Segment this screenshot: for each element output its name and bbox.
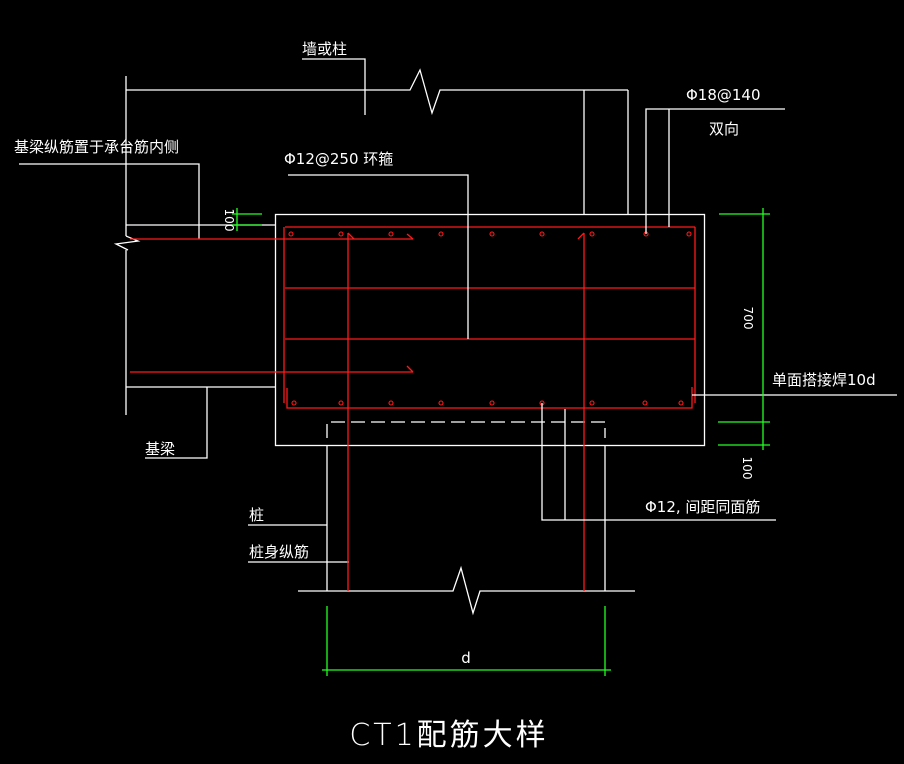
side-rebar-leader [541,403,776,521]
rebar-section-dot [438,400,444,406]
rebar-section-dot [642,400,648,406]
beam-rebar-note-label: 基梁纵筋置于承台筋内侧 [14,138,179,156]
top-rebar-label: Φ18@140 [686,86,761,104]
dimension-pile-diameter [322,606,611,676]
dimension-pile-embed-value: 100 [740,457,754,480]
rebar-section-dot [438,231,444,237]
pile-cap-outline [274,213,706,447]
foundation-beam-label: 基梁 [145,440,175,458]
dimension-cover-top-value: 100 [222,209,236,232]
rebar-section-dot [388,400,394,406]
rebar-section-dot [589,231,595,237]
rebar-section-dot [338,400,344,406]
pile-rebar-label: 桩身纵筋 [249,543,309,561]
cap-rebar-cage [283,226,696,409]
rebar-section-dot [291,400,297,406]
dimension-cap-height-value: 700 [741,307,755,330]
dimension-cap-height [718,208,770,450]
wall-or-column-leader [302,58,366,115]
lap-weld-label: 单面搭接焊10d [772,371,876,389]
pile-label: 桩 [249,506,264,524]
beam-longitudinal-rebar [130,233,414,373]
stirrup-leader [288,174,469,339]
rebar-section-dot [589,400,595,406]
dimension-pile-diameter-value: d [461,649,471,667]
wall-or-column-label: 墙或柱 [302,40,347,58]
rebar-section-dot [288,231,294,237]
rebar-section-dots [288,231,692,406]
two-way-label: 双向 [709,120,739,138]
foundation-beam-outline [113,76,276,415]
drawing-title: CT1配筋大样 [349,718,548,753]
rebar-section-dot [489,231,495,237]
foundation-beam-leader [145,387,208,459]
pile-outline [298,421,635,616]
beam-rebar-note-leader [19,163,200,239]
rebar-section-dot [678,400,684,406]
side-rebar-label: Φ12, 间距同面筋 [645,498,760,516]
rebar-section-dot [388,231,394,237]
dimension-cover-top [232,208,262,231]
rebar-section-dot [338,231,344,237]
rebar-section-dot [686,231,692,237]
pile-longitudinal-rebar [347,232,585,591]
top-rebar-leader [645,108,785,234]
rebar-section-dot [489,400,495,406]
stirrup-label: Φ12@250 环箍 [284,150,393,168]
rebar-section-dot [539,231,545,237]
wall-or-column-outline [126,68,629,214]
